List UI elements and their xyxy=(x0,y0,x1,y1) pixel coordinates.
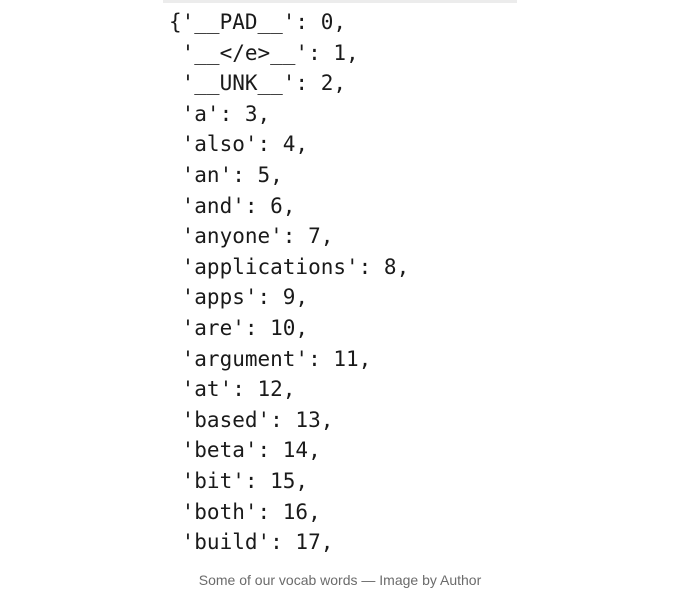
image-caption: Some of our vocab words — Image by Autho… xyxy=(198,572,482,588)
vocab-line: {'__PAD__': 0, xyxy=(169,10,347,34)
vocab-code-image: {'__PAD__': 0, '__</e>__': 1, '__UNK__':… xyxy=(163,0,517,565)
vocab-line: 'apps': 9, xyxy=(169,285,309,310)
vocab-dictionary-listing: {'__PAD__': 0, '__</e>__': 1, '__UNK__':… xyxy=(169,7,409,558)
vocab-line: '__</e>__': 1, xyxy=(169,40,359,65)
vocab-line: 'a': 3, xyxy=(169,101,271,126)
vocab-line: 'build': 17, xyxy=(169,530,334,555)
vocab-line: 'at': 12, xyxy=(169,377,296,402)
vocab-line: 'bit': 15, xyxy=(169,468,309,493)
vocab-line: 'also': 4, xyxy=(169,132,309,157)
vocab-line: 'applications': 8, xyxy=(169,254,410,279)
vocab-line: 'based': 13, xyxy=(169,407,334,432)
vocab-line: 'an': 5, xyxy=(169,162,283,187)
vocab-line: 'anyone': 7, xyxy=(169,224,334,249)
vocab-line: 'beta': 14, xyxy=(169,438,321,463)
vocab-line: 'are': 10, xyxy=(169,315,309,340)
vocab-line: 'and': 6, xyxy=(169,193,296,218)
vocab-line: 'argument': 11, xyxy=(169,346,372,371)
vocab-line: 'both': 16, xyxy=(169,499,321,524)
vocab-line: '__UNK__': 2, xyxy=(169,71,347,96)
